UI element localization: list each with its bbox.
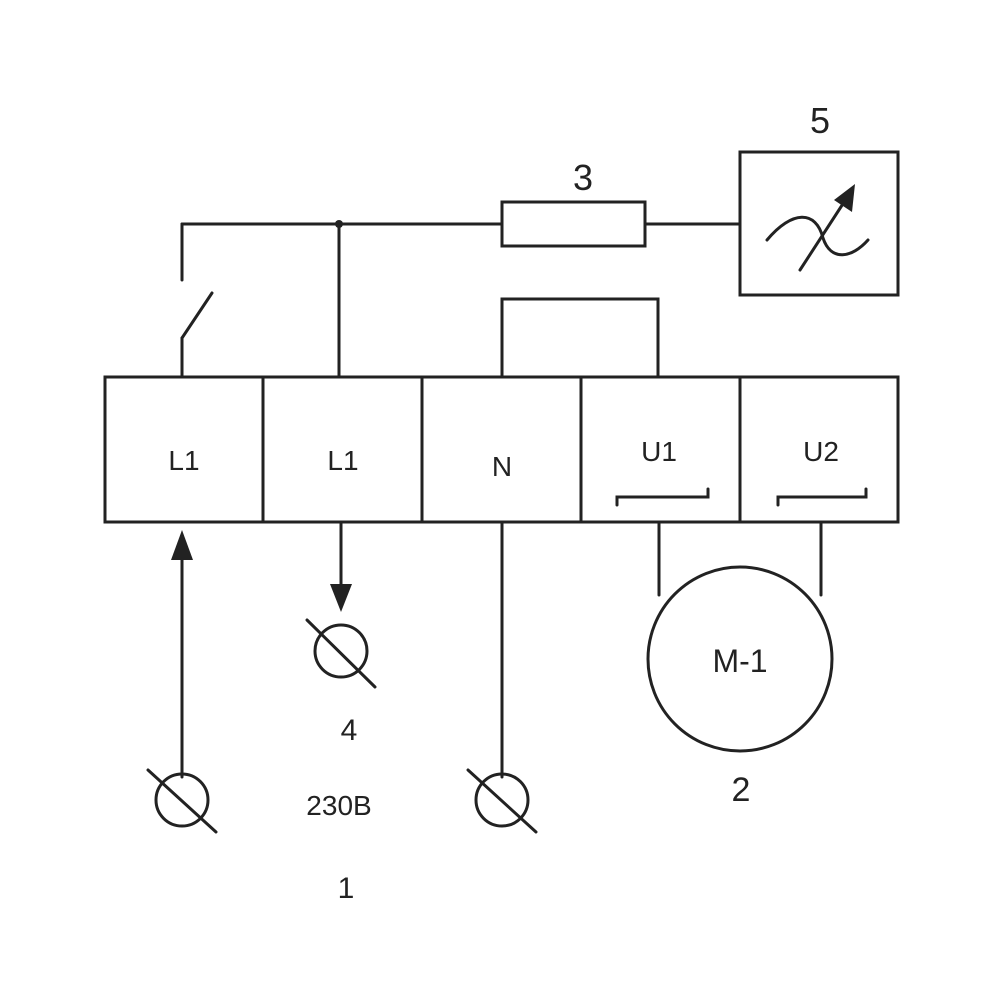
terminal-label-l1-in: L1	[168, 445, 199, 476]
terminal-label-u2: U2	[803, 436, 839, 467]
junction-dot	[335, 220, 343, 228]
supply-voltage-label: 230B	[306, 790, 371, 821]
u2-bracket-symbol	[776, 487, 868, 507]
switch-contact	[180, 291, 214, 340]
regulator-adjust-arrow-shaft	[798, 194, 850, 272]
regulator-sine-symbol	[765, 215, 870, 257]
neutral-terminal	[474, 772, 530, 828]
motor-callout: 2	[732, 771, 751, 809]
motor-m1	[646, 565, 834, 753]
fuse-callout: 3	[573, 157, 593, 198]
lamp-callout: 4	[341, 714, 358, 747]
lamp-terminal-slash	[305, 618, 377, 689]
supply-in-arrowhead	[171, 530, 193, 560]
u1-bracket-symbol	[615, 487, 710, 507]
regulator-callout: 5	[810, 100, 830, 141]
terminal-label-l1-out: L1	[327, 445, 358, 476]
supply-l1-terminal	[154, 772, 210, 828]
capacitor-box	[500, 297, 660, 379]
motor-label: M-1	[712, 643, 767, 679]
lamp-terminal	[313, 623, 369, 679]
speed-regulator	[738, 150, 900, 297]
terminal-label-u1: U1	[641, 436, 677, 467]
supply-callout: 1	[338, 872, 355, 905]
neutral-terminal-slash	[466, 768, 538, 834]
supply-l1-terminal-slash	[146, 768, 218, 834]
terminal-label-n: N	[492, 451, 512, 482]
lamp-out-arrowhead	[330, 584, 352, 612]
regulator-adjust-arrowhead	[834, 184, 855, 212]
fuse	[500, 200, 647, 248]
